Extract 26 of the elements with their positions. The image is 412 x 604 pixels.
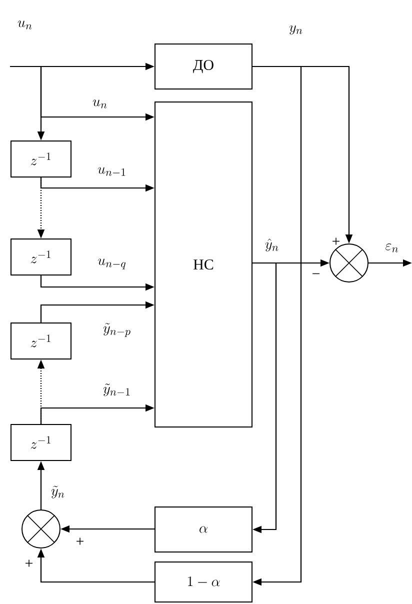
edge-label: $\tilde{y}_{n-p}$ [103, 323, 130, 337]
gain-box: $1-\alpha$ [154, 562, 252, 602]
sign-label: + [76, 538, 84, 545]
edge-label: $u_n$ [18, 20, 32, 30]
delay-box: $z^{-1}$ [10, 322, 72, 360]
edge-label: $\tilde{y}_{n-1}$ [103, 384, 130, 396]
delay-box: $z^{-1}$ [10, 140, 72, 178]
sign-label: + [332, 238, 340, 245]
edge-label: $y_n$ [289, 25, 302, 35]
edge-label: $u_n$ [92, 100, 107, 108]
edge-label: $\tilde{y}_n$ [51, 486, 64, 498]
process-box: ДО [154, 44, 252, 90]
process-box: НС [154, 102, 252, 428]
edge-label: $\hat{y}_n$ [265, 238, 278, 252]
gain-box: $\alpha$ [154, 506, 252, 552]
arrow [252, 262, 277, 534]
arrow [252, 66, 302, 586]
summing-junction [22, 510, 60, 548]
delay-box: $z^{-1}$ [10, 238, 72, 276]
edge-label: $\varepsilon_n$ [386, 244, 398, 252]
sign-label: + [26, 560, 32, 567]
edge-label: $u_{n-q}$ [98, 258, 126, 270]
sign-label: − [312, 273, 320, 274]
edge-label: $u_{n-1}$ [98, 167, 126, 176]
delay-box: $z^{-1}$ [10, 424, 72, 461]
summing-junction [330, 244, 368, 282]
